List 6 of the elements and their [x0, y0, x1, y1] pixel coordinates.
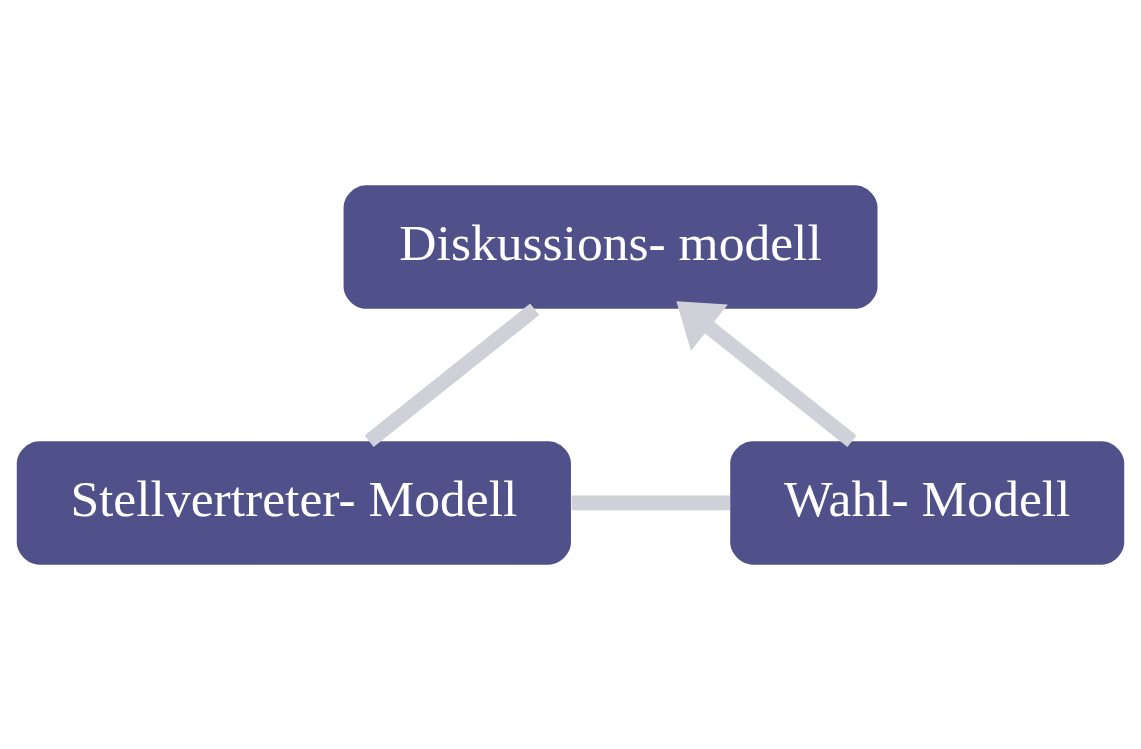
connector [364, 303, 540, 447]
node-box: Stellvertreter- Modell [16, 440, 571, 565]
node-box: Wahl- Modell [730, 440, 1125, 565]
arrow [676, 300, 857, 447]
connector [571, 495, 730, 510]
node-box: Diskussions- modell [343, 184, 878, 309]
